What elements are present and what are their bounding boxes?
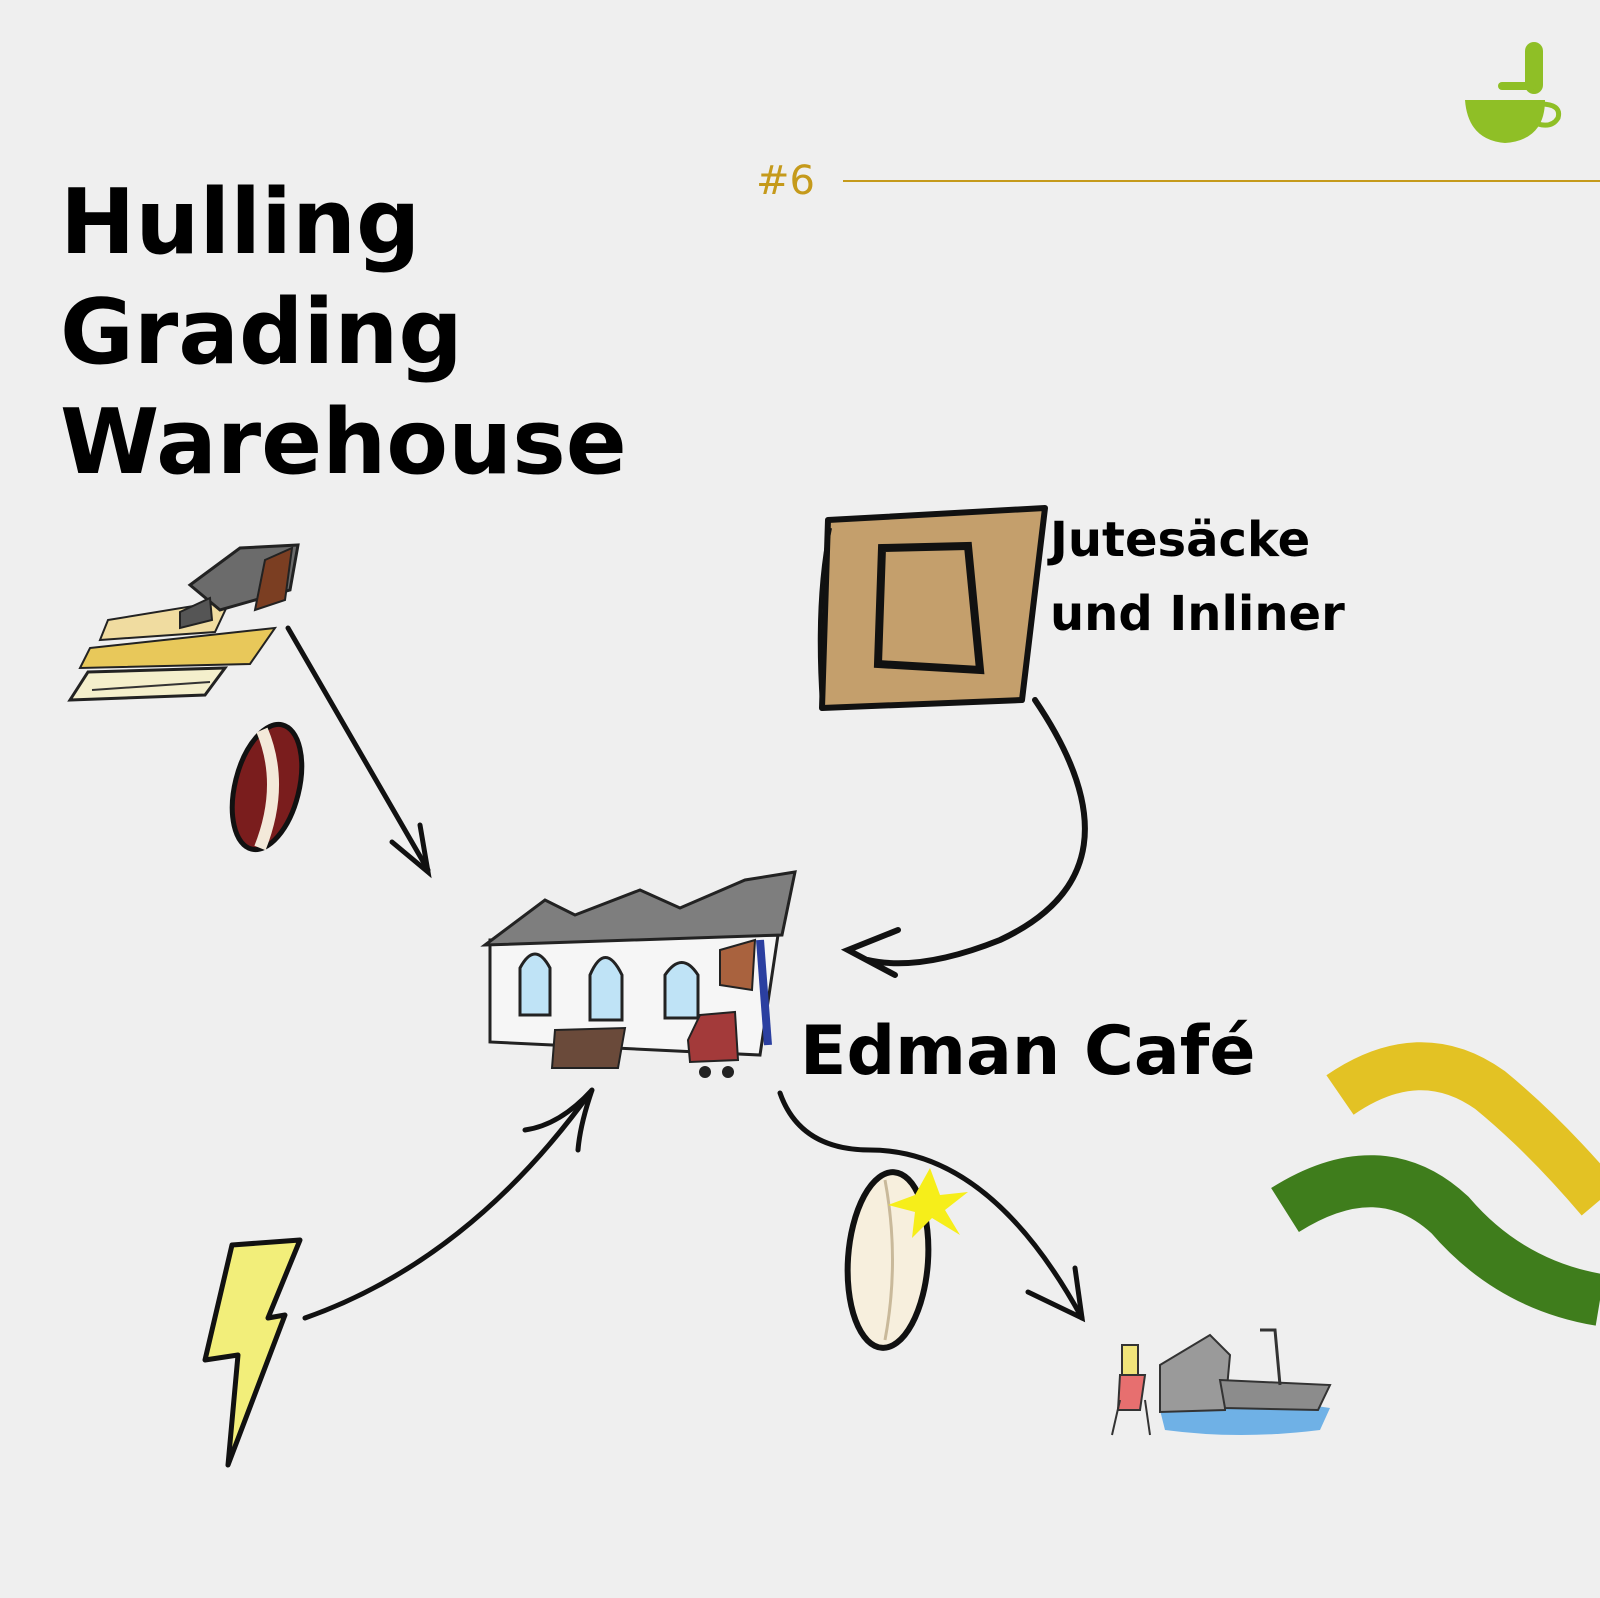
jute-label-line2: und Inliner bbox=[1050, 586, 1345, 642]
jute-label: Jutesäcke und Inliner bbox=[1050, 503, 1345, 651]
page-title: Hulling Grading Warehouse bbox=[60, 168, 627, 498]
arrow-sack-to-warehouse bbox=[840, 697, 1088, 978]
title-line-grading: Grading bbox=[60, 280, 463, 385]
lightning-icon bbox=[202, 1237, 303, 1468]
header-rule bbox=[843, 180, 1600, 182]
arrow-machine-to-warehouse bbox=[285, 625, 432, 879]
arrow-energy-to-warehouse bbox=[302, 1087, 595, 1321]
wave-decoration bbox=[1271, 1042, 1600, 1326]
harbor-ship-icon bbox=[1111, 1328, 1332, 1436]
green-bean-icon bbox=[844, 1168, 968, 1351]
cafe-label: Edman Café bbox=[800, 1012, 1256, 1091]
hulling-machine-icon bbox=[67, 543, 300, 702]
warehouse-icon bbox=[480, 870, 797, 1078]
coffee-cup-logo-icon bbox=[1465, 42, 1562, 143]
title-line-hulling: Hulling bbox=[60, 170, 421, 275]
jute-sack-icon bbox=[817, 505, 1048, 711]
jute-label-line1: Jutesäcke bbox=[1050, 512, 1311, 568]
step-number: #6 bbox=[756, 158, 815, 204]
title-line-warehouse: Warehouse bbox=[60, 390, 627, 495]
coffee-bean-icon bbox=[229, 721, 305, 853]
arrow-warehouse-to-harbor bbox=[777, 1090, 1086, 1323]
